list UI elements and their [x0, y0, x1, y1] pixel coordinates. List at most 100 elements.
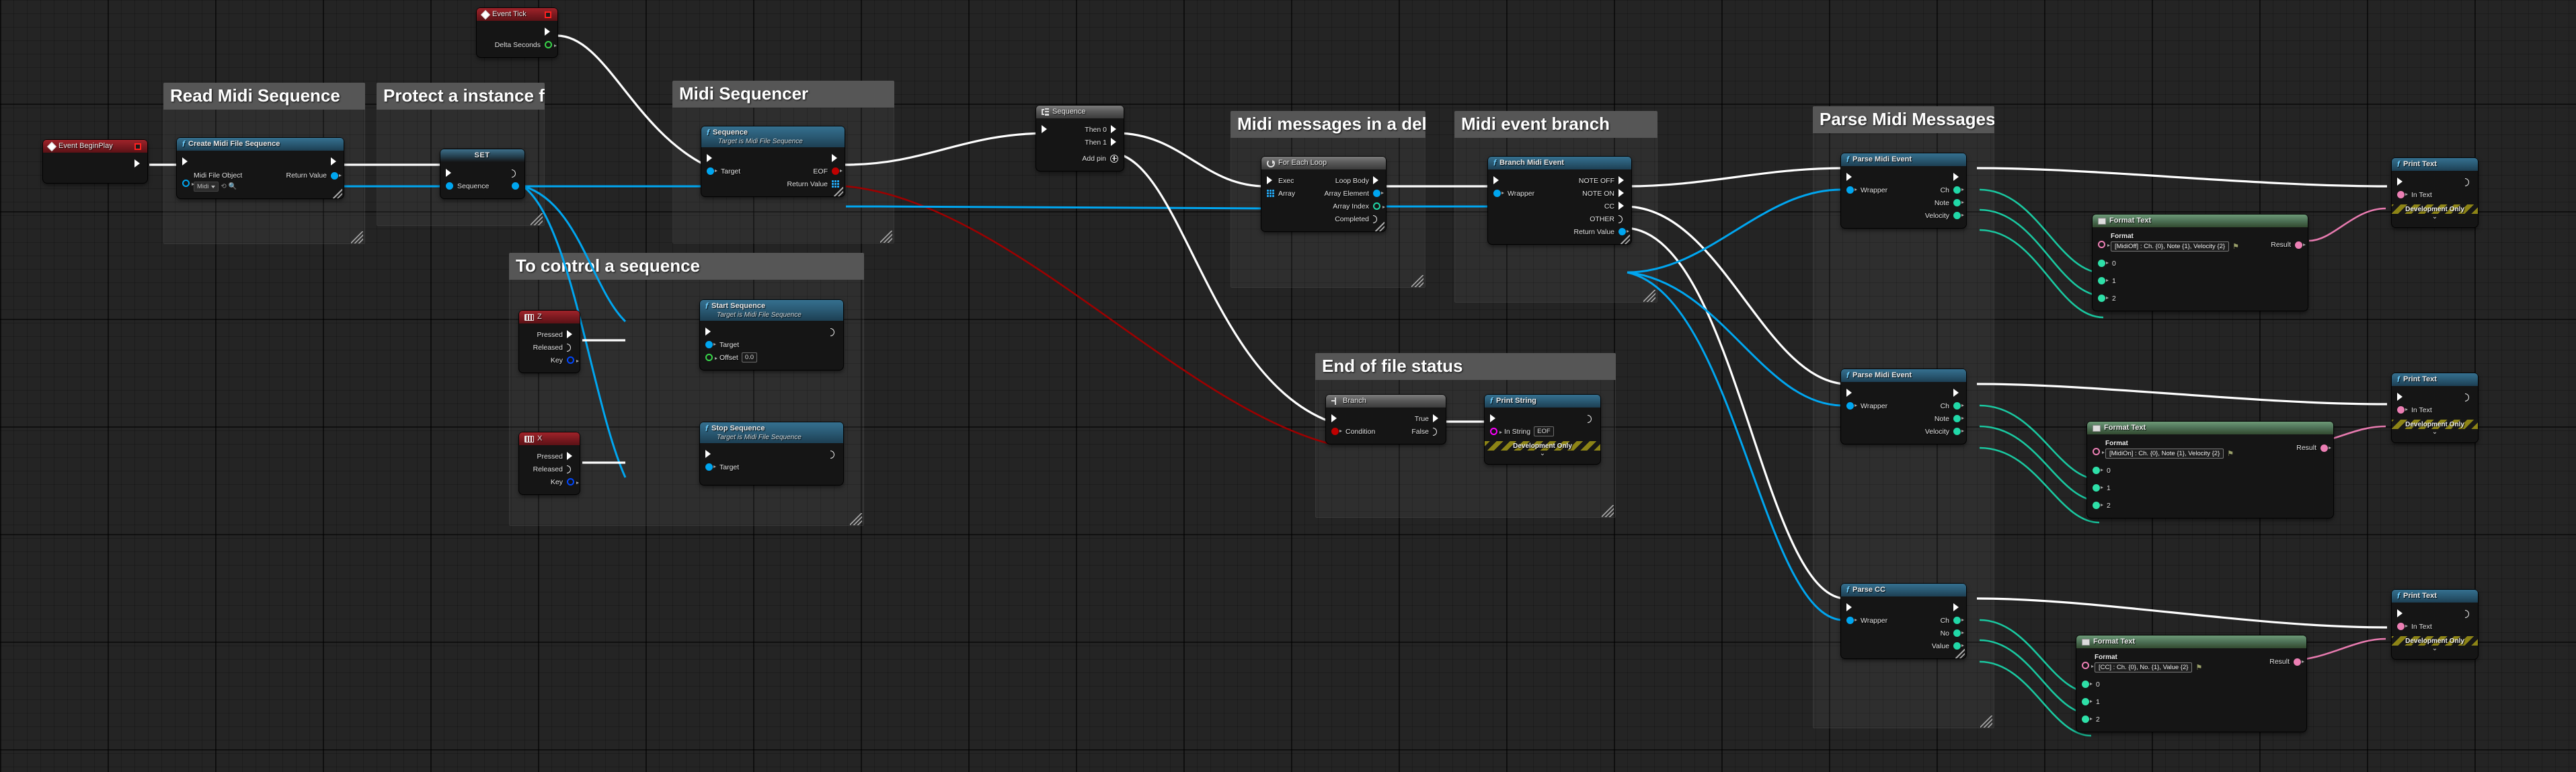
exec-in-pin[interactable]	[1846, 173, 1854, 182]
exec-out-pin[interactable]	[545, 28, 552, 36]
object-in-pin-wrapper[interactable]	[1846, 402, 1857, 410]
node-format-text-1[interactable]: Format Text Format [MidiOff] : Ch. {0}, …	[2093, 215, 2308, 311]
localization-flag-icon[interactable]: ⚑	[2227, 450, 2234, 458]
node-key-x[interactable]: X Pressed Released Key	[519, 432, 580, 494]
node-set-sequence[interactable]: SET Sequence	[440, 149, 524, 198]
exec-in-pin[interactable]	[705, 327, 713, 336]
expand-advanced-caret-icon[interactable]: ⌄	[2431, 645, 2438, 652]
object-in-pin-target[interactable]	[705, 341, 716, 348]
exec-out-pin-released[interactable]	[567, 343, 574, 352]
int-out-pin-no[interactable]	[1953, 629, 1964, 637]
exec-in-pin[interactable]	[1493, 176, 1501, 185]
int-out-pin-velocity[interactable]	[1953, 428, 1964, 435]
exec-in-pin[interactable]	[1042, 125, 1049, 134]
text-out-pin-result[interactable]	[2295, 241, 2306, 249]
exec-out-pin-pressed[interactable]	[567, 452, 574, 461]
exec-out-pin[interactable]	[512, 169, 519, 178]
exec-out-pin[interactable]	[331, 157, 338, 166]
text-in-pin-format[interactable]	[2098, 241, 2110, 248]
node-resize-grip[interactable]	[1955, 649, 1965, 658]
array-out-pin-return-value[interactable]	[832, 180, 839, 188]
text-out-pin-result[interactable]	[2294, 658, 2304, 666]
exec-in-pin[interactable]	[705, 450, 713, 459]
arg-in-pin-1[interactable]	[2098, 277, 2109, 284]
comment-resize-grip[interactable]	[880, 231, 892, 243]
localization-flag-icon[interactable]: ⚑	[2232, 243, 2239, 251]
comment-resize-grip[interactable]	[1602, 505, 1614, 517]
exec-out-pin[interactable]	[2465, 393, 2472, 401]
text-out-pin-result[interactable]	[2320, 444, 2331, 452]
offset-value-field[interactable]: 0.0	[741, 352, 758, 362]
node-start-sequence[interactable]: f Start Sequence Target is Midi File Seq…	[700, 300, 843, 370]
node-event-tick[interactable]: Event Tick Delta Seconds	[477, 8, 557, 57]
arg-in-pin-2[interactable]	[2093, 502, 2103, 509]
object-in-pin-midi-file-object[interactable]	[182, 180, 194, 187]
text-in-pin[interactable]	[2397, 191, 2408, 198]
exec-in-pin[interactable]	[446, 169, 453, 178]
node-sequence-flow[interactable]: Sequence Then 0 Then 1 Add pin	[1036, 106, 1124, 171]
format-value-field[interactable]: [MidiOff] : Ch. {0}, Note {1}, Velocity …	[2111, 241, 2230, 252]
format-value-field[interactable]: [MidiOn] : Ch. {0}, Note {1}, Velocity {…	[2105, 449, 2224, 459]
node-resize-grip[interactable]	[1375, 222, 1384, 231]
struct-out-pin-key[interactable]	[567, 356, 579, 364]
exec-out-pin-pressed[interactable]	[567, 330, 574, 339]
node-key-z[interactable]: Z Pressed Released Key	[519, 311, 580, 373]
arg-in-pin-2[interactable]	[2098, 295, 2109, 302]
text-in-pin[interactable]	[2397, 406, 2408, 414]
exec-out-pin-then0[interactable]	[1111, 125, 1118, 134]
browse-back-icon[interactable]: ⟲	[221, 183, 227, 190]
node-create-midi-file-sequence[interactable]: f Create Midi File Sequence Midi File Ob…	[177, 138, 344, 198]
exec-out-pin[interactable]	[1588, 414, 1595, 423]
int-out-pin-ch[interactable]	[1953, 186, 1964, 194]
search-icon[interactable]: 🔍	[228, 183, 237, 190]
exec-in-pin[interactable]	[2397, 393, 2405, 401]
node-parse-midi-event-2[interactable]: f Parse Midi Event Wrapper Ch Note	[1841, 369, 1966, 444]
object-in-pin-wrapper[interactable]	[1846, 186, 1857, 194]
float-out-pin-delta-seconds[interactable]	[545, 41, 557, 48]
exec-out-pin-cc[interactable]	[1618, 202, 1626, 210]
node-event-begin-play[interactable]: Event BeginPlay	[43, 140, 147, 183]
node-print-text-2[interactable]: f Print Text In Text Development Only ⌄	[2392, 373, 2478, 442]
float-in-pin-offset[interactable]	[705, 354, 717, 361]
object-out-pin-array-element[interactable]	[1373, 190, 1384, 197]
exec-in-pin[interactable]	[1846, 389, 1854, 397]
bool-in-pin-condition[interactable]	[1331, 428, 1342, 435]
exec-out-pin[interactable]	[134, 159, 142, 168]
node-resize-grip[interactable]	[834, 187, 843, 196]
exec-out-pin[interactable]	[832, 154, 839, 163]
midi-file-object-dropdown[interactable]: Midi	[194, 182, 219, 192]
node-format-text-3[interactable]: Format Text Format [CC] : Ch. {0}, No. {…	[2076, 635, 2306, 732]
arg-in-pin-1[interactable]	[2082, 698, 2093, 705]
pin-row-add-pin[interactable]: Add pin	[1036, 153, 1124, 164]
int-out-pin-note[interactable]	[1953, 415, 1964, 422]
exec-in-pin[interactable]	[1267, 176, 1274, 185]
arg-in-pin-1[interactable]	[2093, 484, 2103, 492]
localization-flag-icon[interactable]: ⚑	[2195, 664, 2203, 672]
exec-out-pin-true[interactable]	[1433, 414, 1440, 423]
struct-out-pin-key[interactable]	[567, 478, 579, 486]
exec-out-pin[interactable]	[1953, 173, 1961, 182]
exec-in-pin[interactable]	[2397, 609, 2405, 618]
exec-in-pin[interactable]	[1490, 414, 1497, 423]
in-string-value-field[interactable]: EOF	[1534, 426, 1554, 436]
expand-advanced-caret-icon[interactable]: ⌄	[2431, 428, 2438, 436]
object-out-pin-sequence[interactable]	[512, 182, 519, 190]
exec-out-pin[interactable]	[1953, 603, 1961, 612]
text-in-pin-format[interactable]	[2082, 662, 2094, 669]
format-value-field[interactable]: [CC] : Ch. {0}, No. {1}, Value {2}	[2095, 662, 2193, 672]
bool-out-pin-eof[interactable]	[832, 167, 843, 175]
node-branch-midi-event[interactable]: f Branch Midi Event NOTE OFF Wrapper NOT…	[1488, 157, 1631, 244]
add-pin-icon[interactable]	[1110, 154, 1118, 163]
comment-resize-grip[interactable]	[850, 513, 862, 525]
object-in-pin-wrapper[interactable]	[1846, 617, 1857, 624]
node-parse-midi-event-1[interactable]: f Parse Midi Event Wrapper Ch Note	[1841, 153, 1966, 228]
int-out-pin-array-index[interactable]	[1373, 202, 1385, 210]
exec-out-pin[interactable]	[2465, 178, 2472, 186]
exec-out-pin-released[interactable]	[567, 465, 574, 473]
int-out-pin-ch[interactable]	[1953, 402, 1964, 410]
breakpoint-icon[interactable]	[134, 143, 141, 150]
breakpoint-icon[interactable]	[545, 11, 551, 18]
node-for-each-loop[interactable]: For Each Loop Exec Loop Body Array	[1261, 157, 1386, 231]
int-out-pin-value[interactable]	[1953, 642, 1964, 650]
